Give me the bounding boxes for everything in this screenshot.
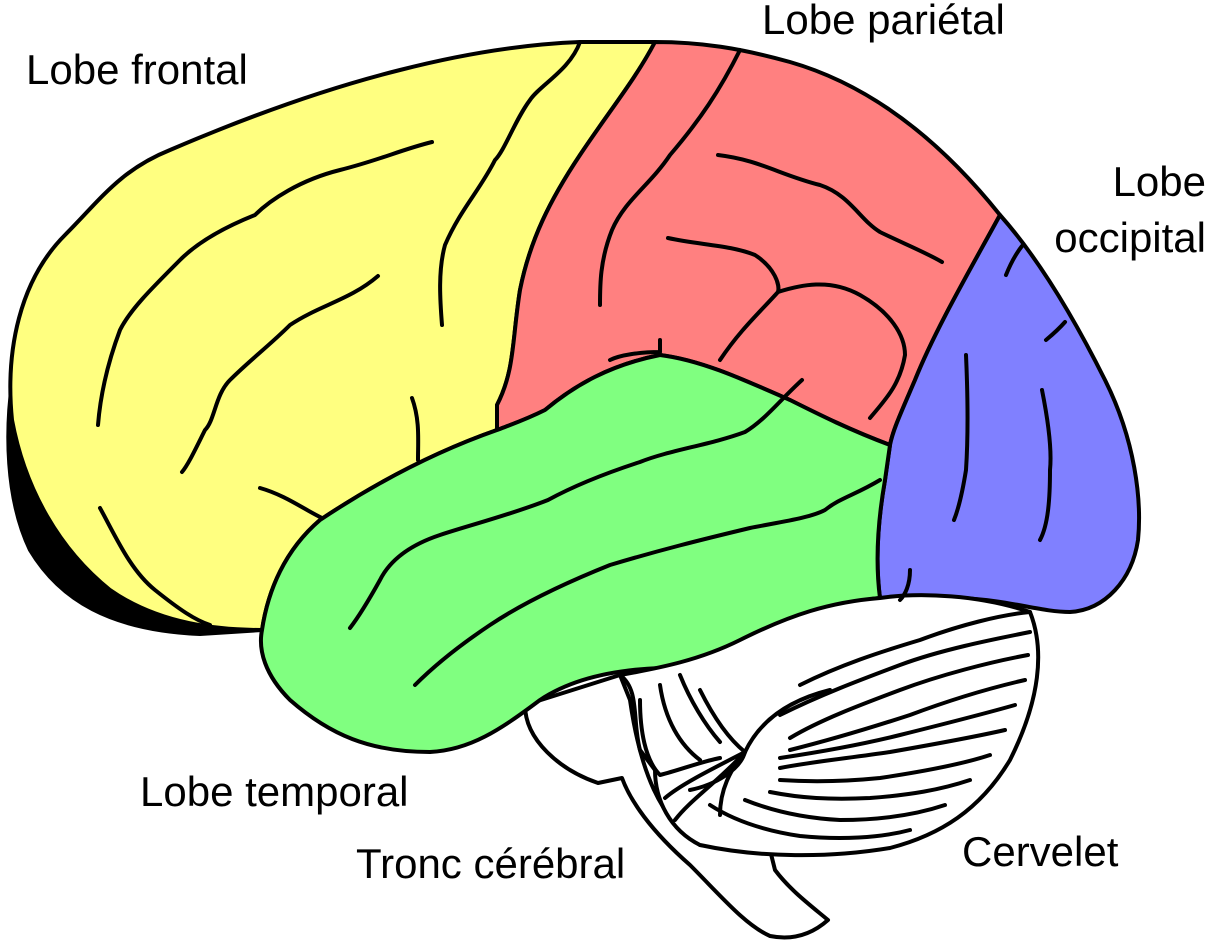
parietal-sulci xyxy=(598,48,944,420)
cerebellum-folia xyxy=(638,610,1032,840)
occipital-lobe-region xyxy=(875,213,1142,614)
label-frontal-lobe: Lobe frontal xyxy=(26,46,248,93)
label-occipital-lobe-line2: occipital xyxy=(1054,214,1206,261)
label-temporal-lobe: Lobe temporal xyxy=(140,768,409,815)
temporal-sulci xyxy=(348,378,882,687)
label-cerebellum: Cervelet xyxy=(962,828,1119,875)
occipital-sulci xyxy=(898,244,1067,602)
label-occipital-lobe-line1: Lobe xyxy=(1113,158,1206,205)
frontal-sulci xyxy=(96,40,582,627)
label-parietal-lobe: Lobe pariétal xyxy=(762,0,1005,43)
label-brainstem: Tronc cérébral xyxy=(356,840,625,887)
